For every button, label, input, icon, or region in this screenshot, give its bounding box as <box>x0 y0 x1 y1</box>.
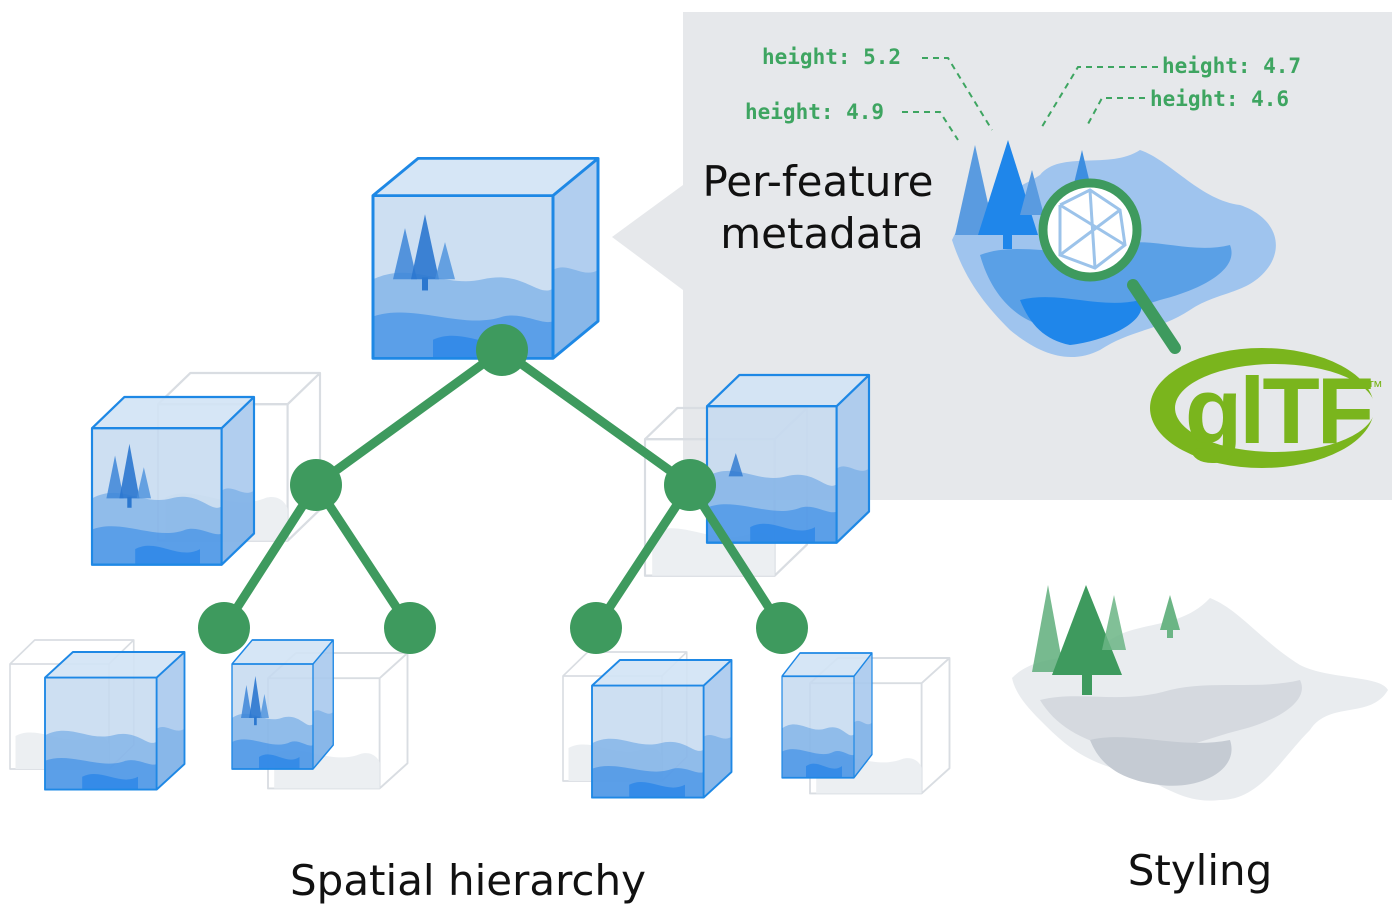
root-tile-cube <box>373 158 598 358</box>
label-styling: Styling <box>1128 846 1273 895</box>
label-spatial-hierarchy: Spatial hierarchy <box>290 856 646 905</box>
gltf-logo: glTF ™ <box>1150 348 1383 468</box>
gltf-trademark: ™ <box>1367 379 1383 396</box>
tile-cube-leaf-3 <box>591 659 733 799</box>
tree-node-leaf-4 <box>756 602 808 654</box>
tile-cube-leaf-2 <box>232 640 333 769</box>
metadata-height-3: height: 4.7 <box>1162 54 1301 78</box>
tree-node-left <box>290 459 342 511</box>
tree-node-leaf-2 <box>384 602 436 654</box>
styling-terrain-illustration <box>1012 585 1388 801</box>
tile-cube-right-l1 <box>705 373 871 544</box>
metadata-height-2: height: 4.9 <box>745 100 884 124</box>
metadata-leader-lines <box>902 57 1158 141</box>
callout-title-line2: metadata <box>720 209 924 258</box>
tile-cube-left-l1 <box>92 397 254 565</box>
magnifier-icon <box>1038 178 1181 354</box>
tree-node-leaf-3 <box>570 602 622 654</box>
tree-node-leaf-1 <box>198 602 250 654</box>
tile-cube-leaf-1 <box>44 651 186 791</box>
hierarchy-edges <box>219 345 787 633</box>
tree-node-root <box>476 324 528 376</box>
callout-title-line1: Per-feature <box>702 157 933 206</box>
tree-node-right <box>664 459 716 511</box>
tile-cube-leaf-4 <box>781 652 873 779</box>
metadata-height-1: height: 5.2 <box>762 45 901 69</box>
gltf-logo-text: glTF <box>1185 358 1371 463</box>
metadata-height-4: height: 4.6 <box>1150 87 1289 111</box>
